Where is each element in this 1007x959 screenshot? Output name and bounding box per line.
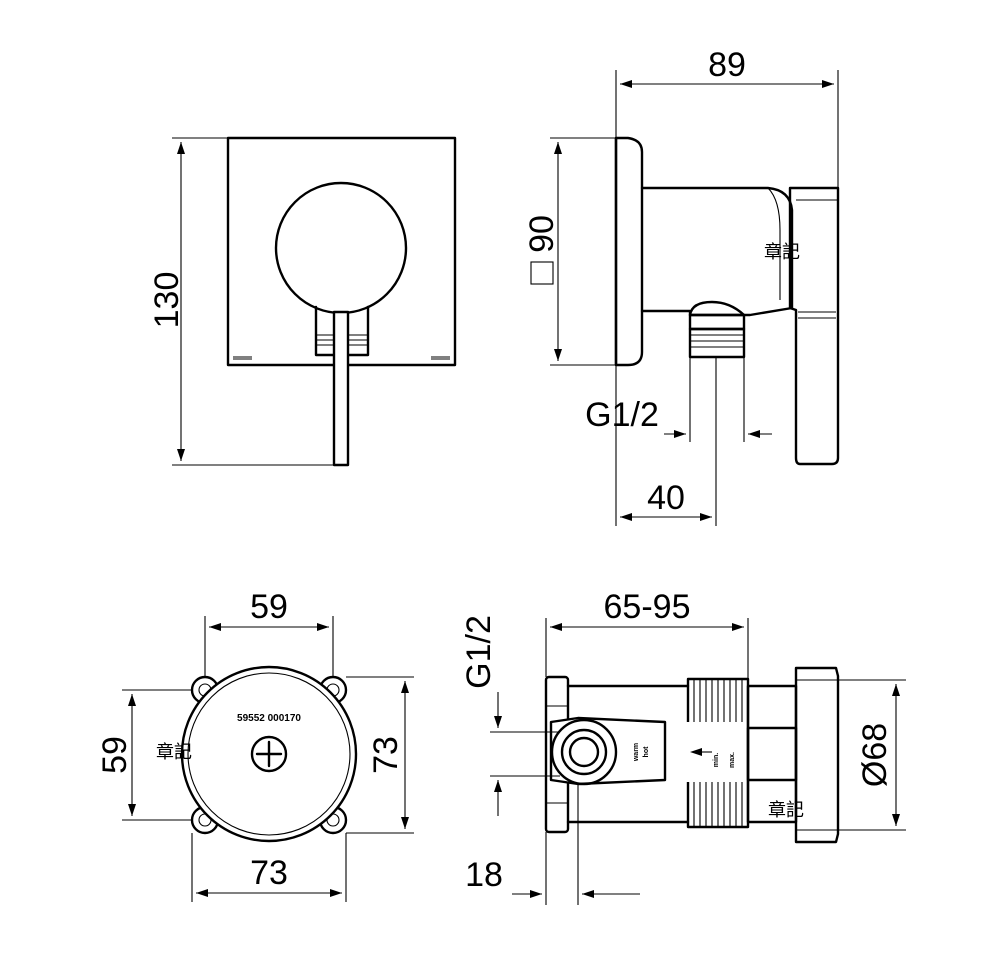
outlet-port [550,718,618,786]
box-outer-width-73-label: 73 [250,854,288,892]
side-handle [788,186,840,466]
box-side-view: warm hot min. max. 65-95 G1/2 Ø68 18 章記 [460,588,906,905]
diameter-68-label: Ø68 [856,723,894,787]
box-height-59-label: 59 [96,736,134,774]
square-90-label: 90 [523,215,561,253]
box-width-59-label: 59 [250,588,288,626]
screw-head [250,735,288,773]
square-symbol-icon [530,261,554,285]
warm-text: warm [633,743,640,762]
handle-knob [274,181,408,315]
end-cap [794,666,840,844]
serial-number-label: 59552 000170 [237,713,301,724]
side-view: 89 90 G1/2 40 章記 [523,46,840,526]
watermark-text: 章記 [764,242,800,263]
cartridge-core [746,726,798,782]
hot-text: hot [643,746,650,758]
handle-lever [332,310,350,467]
height-130-label: 130 [148,272,186,329]
min-text: min. [713,753,720,767]
max-text: max. [729,752,736,768]
front-view: 130 [148,136,457,467]
box-thread-label: G1/2 [460,615,498,689]
watermark-text: 章記 [156,742,192,763]
side-thread-label: G1/2 [585,396,659,434]
depth-65-95-label: 65-95 [604,588,691,626]
min-arrow-icon [690,748,702,756]
outlet-port-housing [549,716,667,786]
box-front-view: 59552 000170 59 59 73 73 章記 [96,588,414,902]
outlet-nut [688,313,746,331]
watermark-text: 章記 [768,800,804,821]
width-89-label: 89 [708,46,746,84]
base-18-label: 18 [465,856,503,894]
box-outer-height-73-label: 73 [367,736,405,774]
offset-40-label: 40 [647,479,685,517]
outlet-thread [688,327,746,359]
wall-plate [614,136,644,367]
